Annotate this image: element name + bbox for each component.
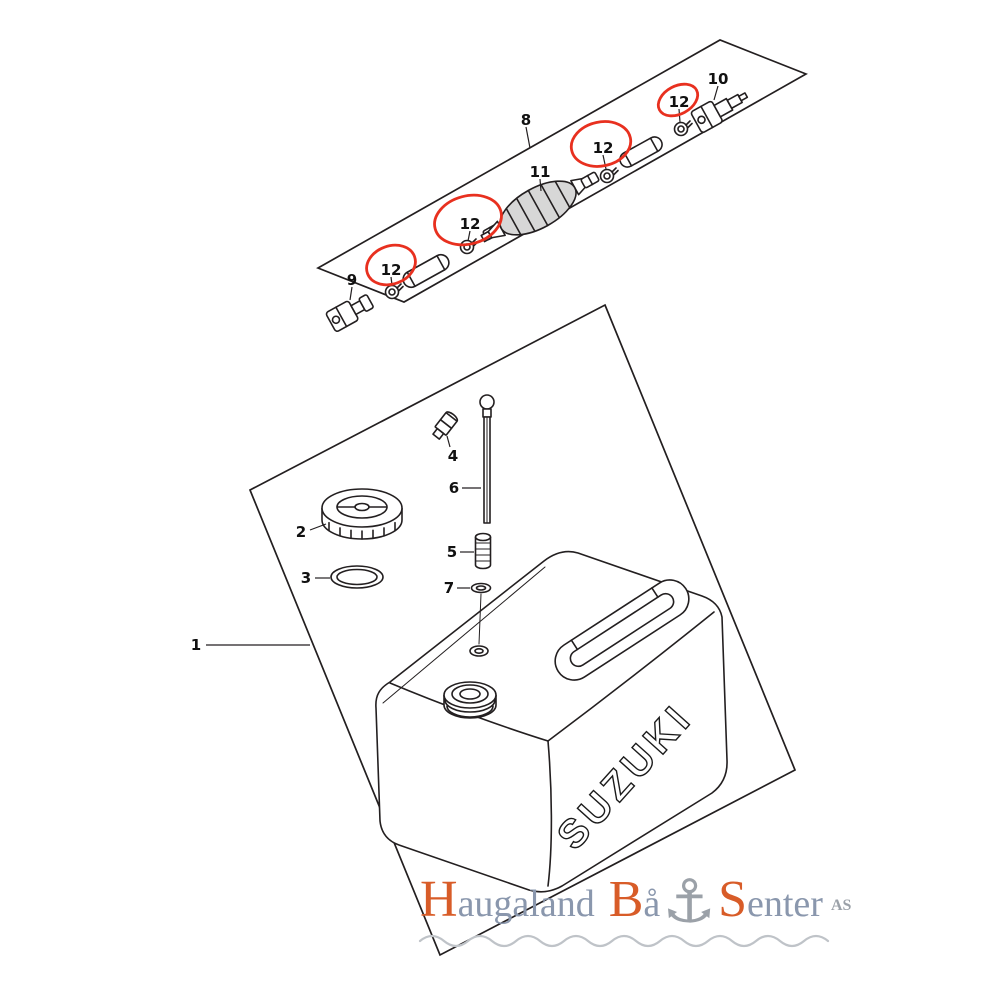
watermark-word3-rest: enter bbox=[747, 883, 823, 925]
watermark-word3-initial: S bbox=[718, 871, 747, 928]
tank-filler-neck bbox=[443, 681, 497, 719]
leader-line bbox=[539, 178, 542, 192]
leader-line bbox=[713, 85, 719, 101]
part-label-7: 7 bbox=[444, 579, 454, 597]
part-label-1: 1 bbox=[191, 636, 201, 654]
part-label-12: 12 bbox=[460, 215, 481, 233]
highlight-circle bbox=[433, 193, 503, 247]
watermark-word2-initial: B bbox=[609, 871, 644, 928]
fuel-hose-box bbox=[316, 39, 808, 303]
hose-clip bbox=[599, 167, 619, 184]
part-label-6: 6 bbox=[449, 479, 459, 497]
part-label-5: 5 bbox=[447, 543, 457, 561]
part-label-9: 9 bbox=[347, 271, 357, 289]
part-label-8: 8 bbox=[521, 111, 531, 129]
hose-segment bbox=[402, 253, 450, 289]
fuel-filter bbox=[474, 532, 492, 570]
part-label-12: 12 bbox=[593, 139, 614, 157]
watermark-word1-rest: augaland bbox=[458, 883, 595, 925]
tank-assembly-box bbox=[248, 303, 797, 957]
watermark-word2-rest: å bbox=[643, 883, 660, 925]
suction-tube bbox=[479, 394, 495, 524]
part-label-4: 4 bbox=[448, 447, 458, 465]
part-label-3: 3 bbox=[301, 569, 311, 587]
watermark-word1-initial: H bbox=[420, 871, 458, 928]
leader-line bbox=[525, 126, 531, 149]
part-label-10: 10 bbox=[708, 70, 729, 88]
assembly-axis-line bbox=[478, 593, 482, 645]
highlight-circle bbox=[656, 82, 700, 118]
leader-line bbox=[446, 435, 451, 448]
tank-handle bbox=[554, 579, 690, 681]
highlight-circle bbox=[569, 120, 633, 168]
anchor-icon: ⚓ bbox=[662, 867, 716, 937]
part-label-12: 12 bbox=[669, 93, 690, 111]
part-label-2: 2 bbox=[296, 523, 306, 541]
joint-engine-side bbox=[325, 294, 374, 333]
watermark-suffix: AS bbox=[831, 897, 852, 914]
part-label-12: 12 bbox=[381, 261, 402, 279]
rope-line bbox=[418, 934, 830, 948]
hose-clip bbox=[673, 120, 693, 137]
part-label-11: 11 bbox=[530, 163, 551, 181]
fuel-tank: SUZUKI bbox=[375, 550, 728, 893]
hose-joint bbox=[580, 171, 600, 189]
watermark-text: Haugaland Bå⚓Senter AS bbox=[420, 867, 852, 937]
joint-tank-side bbox=[690, 92, 749, 133]
connector-fitting bbox=[432, 411, 459, 440]
seal-ring bbox=[470, 582, 492, 594]
highlight-circle bbox=[365, 243, 417, 287]
cap-gasket bbox=[330, 565, 384, 589]
leader-line bbox=[349, 286, 353, 301]
hose-segment bbox=[619, 136, 663, 168]
leader-line bbox=[309, 523, 327, 531]
leader-line bbox=[467, 230, 471, 242]
filler-cap bbox=[321, 488, 403, 540]
tank-vent-hole bbox=[469, 645, 489, 657]
